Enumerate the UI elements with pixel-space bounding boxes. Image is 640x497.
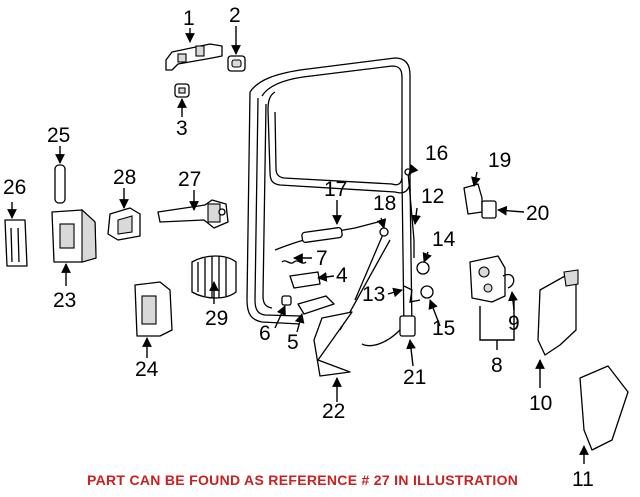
handle-cover bbox=[227, 55, 246, 72]
callout-5: 5 bbox=[287, 331, 299, 354]
reference-note: PART CAN BE FOUND AS REFERENCE # 27 IN I… bbox=[87, 472, 519, 488]
callout-28: 28 bbox=[113, 166, 136, 189]
latch-rods bbox=[404, 168, 415, 258]
latch-clip bbox=[502, 273, 515, 289]
guide-rod bbox=[54, 164, 66, 204]
callout-8: 8 bbox=[491, 354, 503, 377]
callout-3: 3 bbox=[176, 117, 188, 140]
callout-16: 16 bbox=[425, 142, 448, 165]
upper-hinge bbox=[134, 281, 173, 337]
callout-10: 10 bbox=[529, 392, 552, 415]
release-cable bbox=[274, 221, 379, 251]
callout-7: 7 bbox=[316, 247, 328, 270]
callout-2: 2 bbox=[229, 4, 241, 27]
callout-27: 27 bbox=[178, 168, 201, 191]
door-bumper bbox=[107, 207, 141, 241]
door-seal-strip bbox=[313, 311, 353, 377]
callout-29: 29 bbox=[205, 307, 228, 330]
callout-22: 22 bbox=[322, 400, 345, 423]
callout-25: 25 bbox=[47, 124, 70, 147]
callout-11: 11 bbox=[572, 468, 594, 491]
clip bbox=[281, 295, 335, 315]
lower-hinge bbox=[51, 208, 97, 263]
door-check-strap bbox=[157, 199, 229, 229]
callout-18: 18 bbox=[373, 192, 396, 215]
callout-9: 9 bbox=[508, 312, 520, 335]
lower-trim-panel bbox=[579, 365, 629, 451]
lock-actuator bbox=[361, 315, 416, 347]
callout-19: 19 bbox=[488, 149, 511, 172]
trim-panel bbox=[537, 269, 579, 356]
callout-12: 12 bbox=[421, 185, 444, 208]
callout-labels: 1 2 3 4 5 6 7 8 9 10 11 12 13 14 15 16 1… bbox=[3, 4, 594, 491]
callout-20: 20 bbox=[526, 202, 549, 225]
striker bbox=[463, 183, 497, 219]
rubber-boot bbox=[191, 255, 237, 299]
outer-door-handle bbox=[165, 43, 223, 71]
callout-13: 13 bbox=[362, 283, 385, 306]
lock-cylinder-cover bbox=[174, 83, 190, 98]
cover-plate bbox=[4, 219, 28, 267]
handle-bracket bbox=[289, 271, 321, 289]
callout-1: 1 bbox=[183, 7, 195, 30]
callout-24: 24 bbox=[135, 358, 159, 381]
callout-6: 6 bbox=[259, 322, 271, 345]
callout-17: 17 bbox=[324, 178, 347, 201]
leader-lines bbox=[7, 26, 589, 464]
rod-clip bbox=[403, 285, 421, 303]
callout-14: 14 bbox=[432, 228, 456, 251]
grommets bbox=[416, 261, 434, 299]
spring-clip bbox=[281, 260, 307, 264]
callout-26: 26 bbox=[3, 176, 26, 199]
callout-15: 15 bbox=[432, 317, 455, 340]
callout-21: 21 bbox=[403, 366, 426, 389]
callout-4: 4 bbox=[336, 264, 348, 287]
door-latch bbox=[469, 255, 506, 303]
callout-23: 23 bbox=[53, 289, 76, 312]
